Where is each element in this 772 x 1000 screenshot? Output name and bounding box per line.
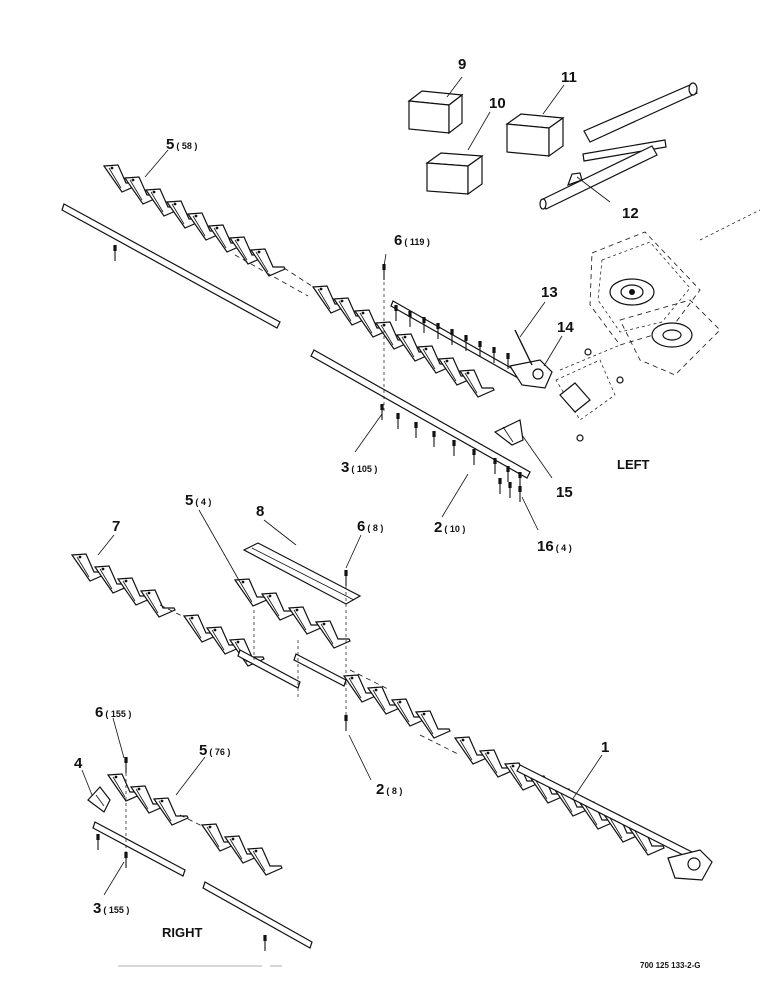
back-bar-right-b xyxy=(202,881,313,949)
callout-5-76: 5( 76 ) xyxy=(199,742,230,759)
callout-3-105: 3( 105 ) xyxy=(341,459,377,476)
callout-6-155: 6( 155 ) xyxy=(95,704,131,721)
drive-assembly xyxy=(555,209,761,442)
callout-7: 7 xyxy=(112,518,120,535)
callout-2-10: 2( 10 ) xyxy=(434,519,465,536)
knife-section-4 xyxy=(87,786,111,813)
caption-right: RIGHT xyxy=(162,925,203,940)
callout-11: 11 xyxy=(561,69,577,86)
drawing-number: 700 125 133-2-G xyxy=(640,961,701,970)
knife-section-upper-58 xyxy=(103,164,286,277)
spare-block-9 xyxy=(407,90,464,135)
knife-section-5-76 xyxy=(107,773,189,826)
callout-9: 9 xyxy=(458,56,466,73)
knife-section-lower-middle xyxy=(343,674,451,739)
knife-section-right-end xyxy=(201,823,283,876)
callout-14: 14 xyxy=(557,319,574,336)
knife-assembly-1 xyxy=(454,736,713,881)
caption-left: LEFT xyxy=(617,457,650,472)
spare-block-11 xyxy=(505,113,565,158)
callout-4: 4 xyxy=(74,755,83,772)
callout-1: 1 xyxy=(601,739,609,756)
callout-15: 15 xyxy=(556,484,573,501)
bolts-6-8 xyxy=(253,569,349,722)
bolts-6-119 xyxy=(381,263,511,412)
knife-back-8 xyxy=(242,542,362,605)
knife-back-bar-left xyxy=(61,203,281,329)
knife-head-14 xyxy=(509,359,553,389)
callout-6-8: 6( 8 ) xyxy=(357,518,383,535)
callout-5-4: 5( 4 ) xyxy=(185,492,211,509)
knife-section-15 xyxy=(493,419,524,446)
callout-8: 8 xyxy=(256,503,264,520)
knife-section-upper-middle xyxy=(312,285,495,398)
knife-back-bar-lower xyxy=(310,349,531,479)
callout-13: 13 xyxy=(541,284,558,301)
leader-lines xyxy=(81,76,611,896)
callout-2-8: 2( 8 ) xyxy=(376,781,402,798)
back-bar-right-of-middle xyxy=(293,653,347,687)
callout-5-58: 5( 58 ) xyxy=(166,136,197,153)
spare-block-10 xyxy=(425,152,484,196)
bolts-16-4 xyxy=(497,477,523,503)
nuts-2-8 xyxy=(343,714,349,732)
pin-13 xyxy=(514,329,533,366)
back-bar-middle xyxy=(237,649,301,689)
nuts-3-105 xyxy=(112,244,523,489)
callout-16-4: 16( 4 ) xyxy=(537,538,572,555)
knife-section-7 xyxy=(71,553,176,618)
callout-12: 12 xyxy=(622,205,639,222)
callout-10: 10 xyxy=(489,95,506,112)
bolts-6-155 xyxy=(123,756,268,952)
back-bar-right-a xyxy=(92,821,186,877)
tube-assembly-12 xyxy=(539,82,698,210)
callout-3-155: 3( 155 ) xyxy=(93,900,129,917)
callout-6-119: 6( 119 ) xyxy=(394,232,430,249)
